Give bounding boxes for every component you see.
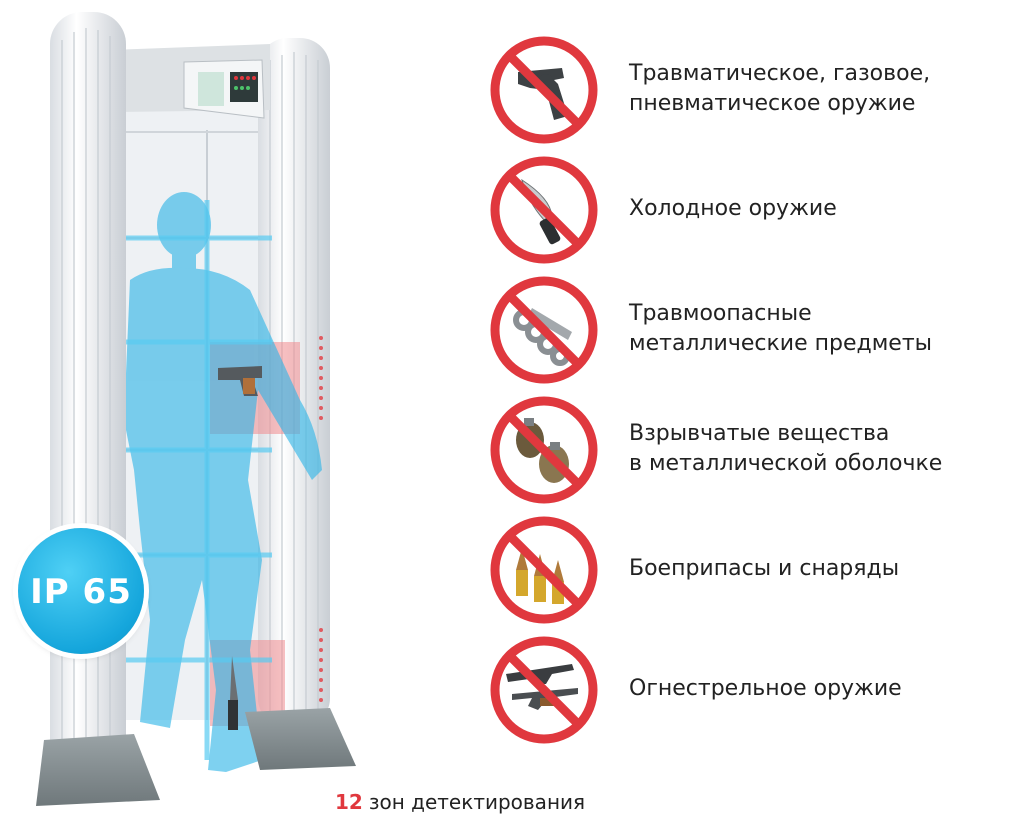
prohibited-item-explosives: Взрывчатые вещества в металлической обол… — [488, 394, 1008, 504]
prohibited-item-firearms: Огнестрельное оружие — [488, 634, 1008, 744]
no-brass-knuckles-icon — [490, 276, 598, 384]
prohibited-item-ammunition: Боеприпасы и снаряды — [488, 514, 1008, 624]
detected-pistol-icon — [218, 366, 262, 396]
prohibited-item-label: Травмоопасные металлические предметы — [629, 301, 933, 356]
no-rifle-icon — [490, 636, 598, 744]
ip65-badge: IP 65 — [18, 528, 144, 654]
no-knife-icon — [490, 156, 598, 264]
prohibited-item-label: Травматическое, газовое, пневматическое … — [629, 61, 931, 116]
prohibited-item-label: Взрывчатые вещества в металлической обол… — [629, 421, 943, 476]
no-bullets-icon — [490, 516, 598, 624]
prohibited-item-traumatic-weapons: Травматическое, газовое, пневматическое … — [488, 34, 1008, 144]
person-silhouette — [124, 192, 322, 772]
gate-crossbar — [110, 44, 270, 119]
prohibited-item-label: Боеприпасы и снаряды — [629, 556, 900, 581]
prohibited-item-label: Холодное оружие — [629, 196, 837, 221]
zone-indicator-leds — [319, 336, 323, 702]
left-pillar — [50, 12, 126, 772]
prohibited-item-cold-weapons: Холодное оружие — [488, 154, 1008, 264]
metal-detector-gate-illustration — [36, 12, 356, 806]
gate-bases — [36, 708, 356, 806]
prohibited-item-label: Огнестрельное оружие — [629, 676, 902, 701]
detection-zones-text: зон детектирования — [368, 790, 586, 814]
ip65-badge-label: IP 65 — [30, 572, 132, 612]
scan-lines — [122, 200, 272, 760]
detected-knife-icon — [228, 656, 238, 730]
detection-zones-count: 12 — [335, 790, 363, 814]
prohibited-item-dangerous-metal-objects: Травмоопасные металлические предметы — [488, 274, 1008, 384]
no-grenade-icon — [490, 396, 598, 504]
no-revolver-icon — [490, 36, 598, 144]
